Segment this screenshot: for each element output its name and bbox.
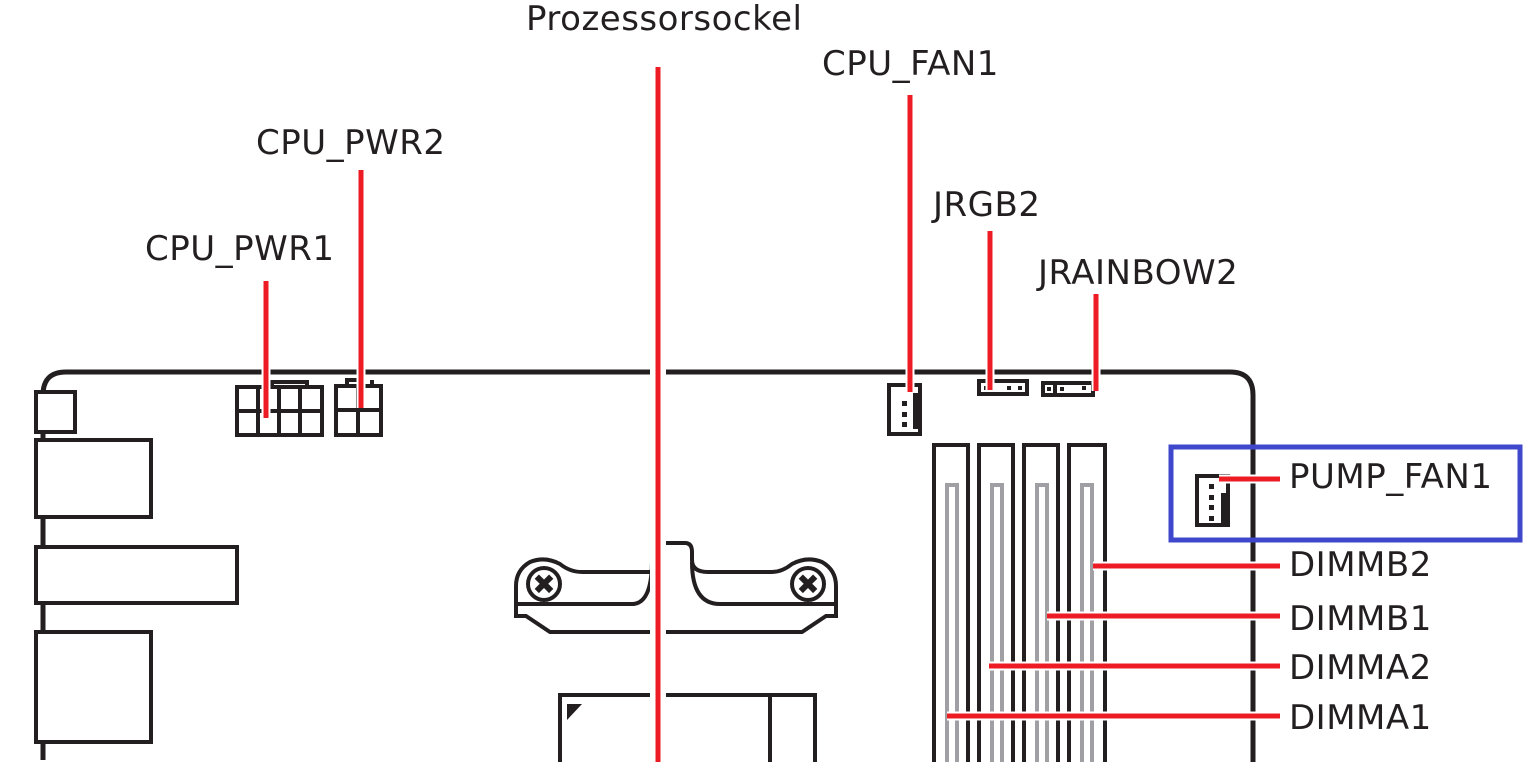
- pump-fan1-connector: [1195, 474, 1230, 527]
- label-dimmb2: DIMMB2: [1289, 545, 1432, 585]
- label-socket: Prozessorsockel: [526, 0, 802, 39]
- label-dimma1: DIMMA1: [1289, 698, 1432, 738]
- label-dimmb1: DIMMB1: [1289, 599, 1432, 639]
- svg-text:✖: ✖: [532, 568, 555, 601]
- board-outline: [40, 369, 1256, 762]
- svg-text:✖: ✖: [796, 568, 819, 601]
- cpu-socket: [558, 693, 817, 762]
- label-pump-fan1: PUMP_FAN1: [1289, 457, 1493, 497]
- io-block-1: [34, 438, 153, 519]
- label-cpu-pwr1: CPU_PWR1: [145, 229, 335, 269]
- jrainbow2-connector: [1041, 381, 1095, 397]
- label-cpu-pwr2: CPU_PWR2: [256, 123, 446, 163]
- cpu-pwr1-connector: [235, 380, 324, 437]
- io-block-2: [34, 545, 239, 605]
- io-small-block: [34, 390, 77, 434]
- label-jrainbow2: JRAINBOW2: [1036, 253, 1238, 293]
- cpu-fan1-connector: [887, 383, 922, 436]
- dimm-slots: [932, 443, 1107, 762]
- pump-fan1-highlight: [1168, 444, 1523, 543]
- label-dimma2: DIMMA2: [1289, 648, 1432, 688]
- leader-lines: [261, 95, 1280, 721]
- label-cpu-fan1: CPU_FAN1: [822, 44, 999, 84]
- io-block-3: [34, 630, 153, 744]
- cpu-socket-bracket: ✖ ✖: [514, 541, 838, 634]
- label-jrgb2: JRGB2: [931, 185, 1040, 225]
